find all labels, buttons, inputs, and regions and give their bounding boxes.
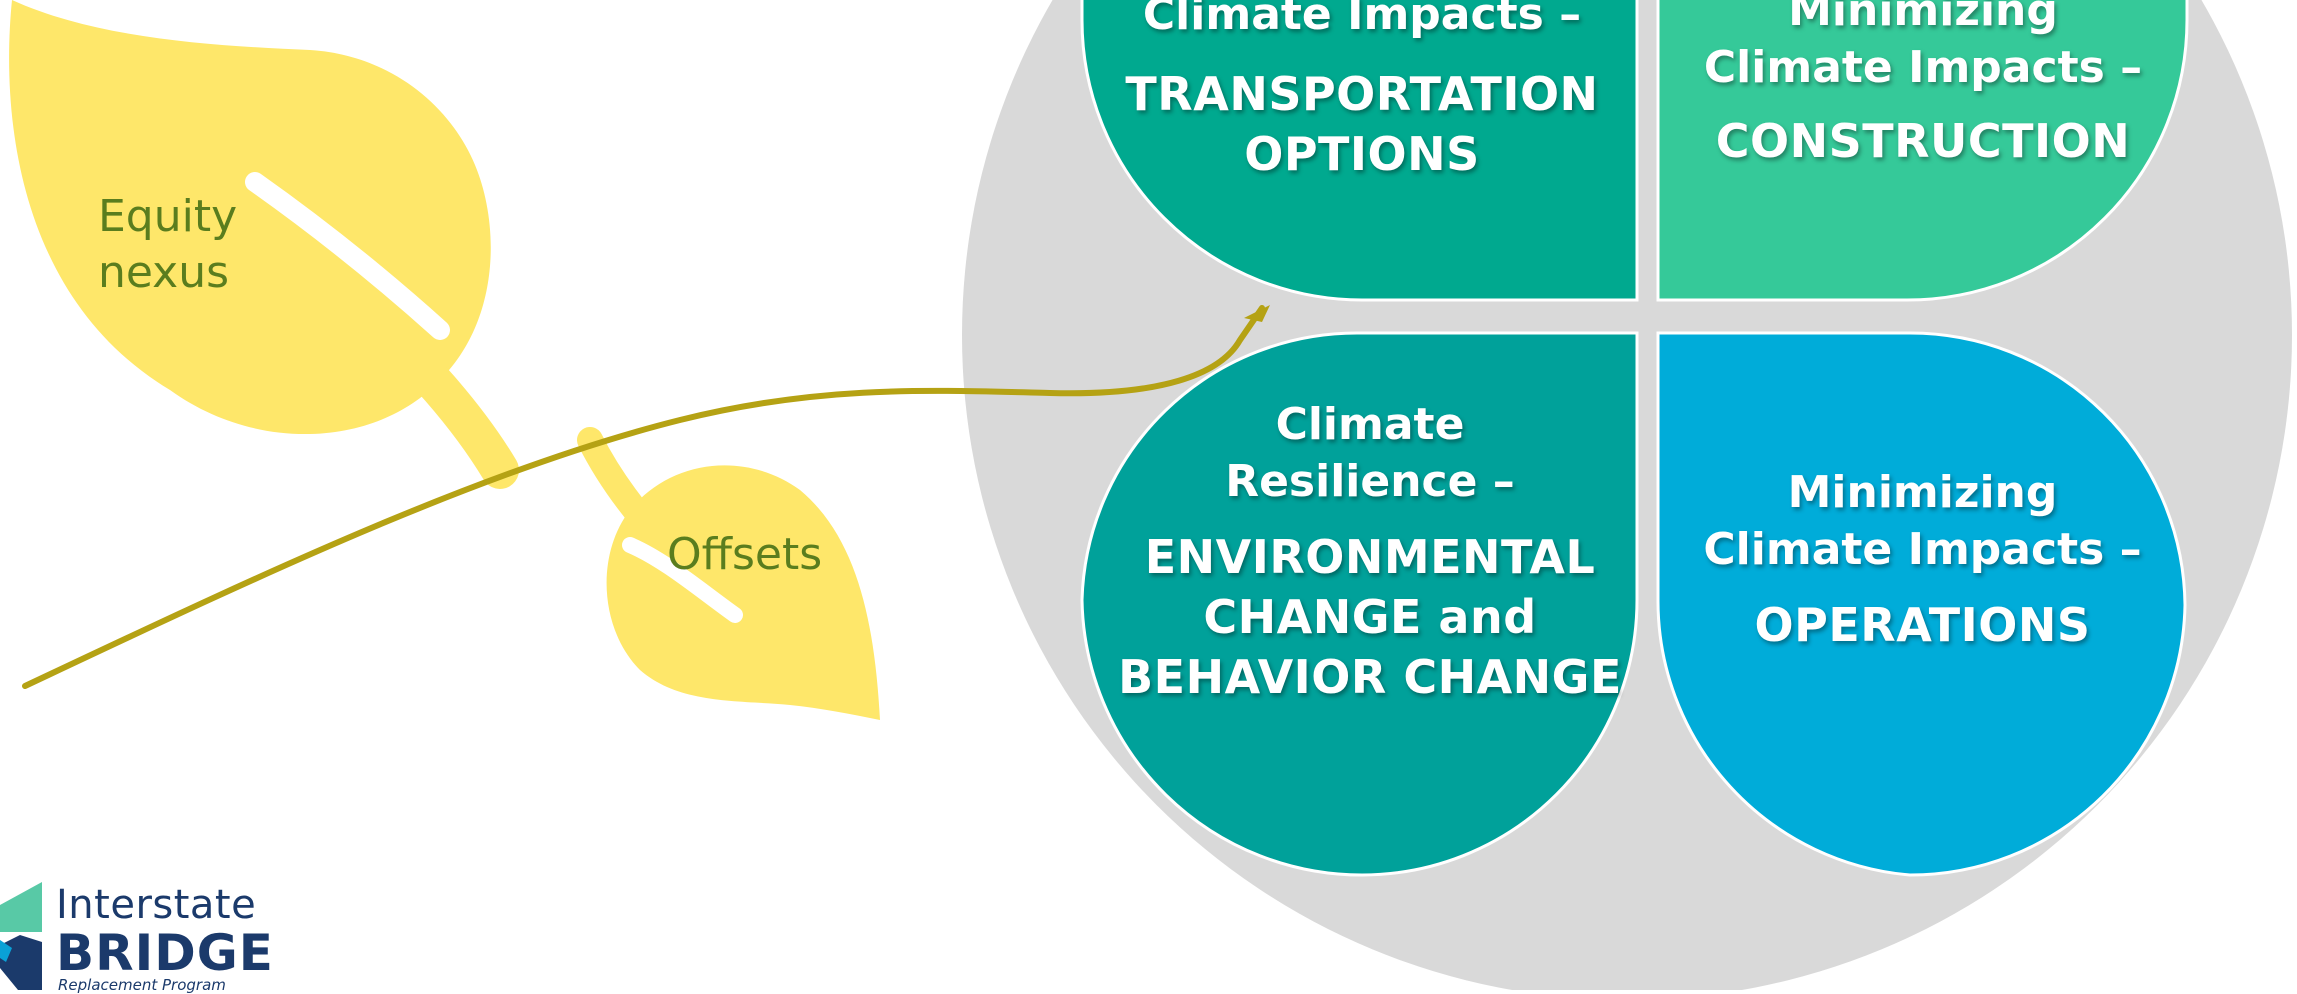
petal-transportation-text: Climate Impacts – TRANSPORTATION OPTIONS xyxy=(1102,0,1622,185)
leaf-offsets xyxy=(606,465,880,720)
petal-transportation-caption-2: OPTIONS xyxy=(1244,126,1480,181)
petal-operations-text: Minimizing Climate Impacts – OPERATIONS xyxy=(1665,464,2180,656)
petal-resilience xyxy=(1080,331,1639,877)
leaf-equity-label: Equity nexus xyxy=(98,189,237,301)
petal-construction-text: Minimizing Climate Impacts – CONSTRUCTIO… xyxy=(1668,0,2178,172)
logo-mark-blue xyxy=(0,940,12,962)
petal-operations-heading-2: Climate Impacts – xyxy=(1703,524,2142,576)
petal-construction-heading-2: Climate Impacts – xyxy=(1703,42,2143,94)
petal-resilience-caption-2: CHANGE and xyxy=(1203,590,1537,645)
petal-operations-caption: OPERATIONS xyxy=(1754,598,2091,653)
petal-construction-heading-1: Minimizing xyxy=(1788,0,2058,36)
logo-line-program: Replacement Program xyxy=(58,976,226,994)
logo-mark-teal xyxy=(0,882,42,932)
petal-operations xyxy=(1656,331,2187,877)
petal-operations-heading-1: Minimizing xyxy=(1787,467,2058,518)
leaf-offsets-label: Offsets xyxy=(667,529,823,580)
petal-resilience-caption-3: BEHAVIOR CHANGE xyxy=(1118,649,1622,704)
petal-construction xyxy=(1656,0,2189,302)
petal-resilience-caption-1: ENVIRONMENTAL xyxy=(1144,530,1596,585)
leaf-vein-offsets xyxy=(622,537,743,623)
leaf-equity-label-line-2: nexus xyxy=(98,247,230,298)
petal-construction-caption: CONSTRUCTION xyxy=(1715,114,2131,169)
vine-tip xyxy=(1244,305,1270,322)
petal-transportation-caption-1: TRANSPORTATION xyxy=(1125,67,1599,122)
leaf-twig xyxy=(331,281,519,489)
interstate-bridge-logo: Interstate BRIDGE Replacement Program xyxy=(0,880,273,994)
logo-line-interstate: Interstate xyxy=(56,882,257,928)
petal-resilience-text: Climate Resilience – ENVIRONMENTAL CHANG… xyxy=(1100,396,1640,708)
petal-transportation xyxy=(1080,0,1639,302)
leaf-equity-label-line-1: Equity xyxy=(98,191,238,242)
leaf-twig-lower xyxy=(577,427,693,573)
petal-resilience-heading-2: Resilience – xyxy=(1225,456,1515,508)
petal-resilience-heading-1: Climate xyxy=(1275,399,1465,450)
petal-transportation-heading: Climate Impacts – xyxy=(1142,0,1582,40)
logo-line-bridge: BRIDGE xyxy=(56,924,274,982)
vine-stem xyxy=(22,305,1265,689)
leaf-vein-equity xyxy=(245,172,450,340)
